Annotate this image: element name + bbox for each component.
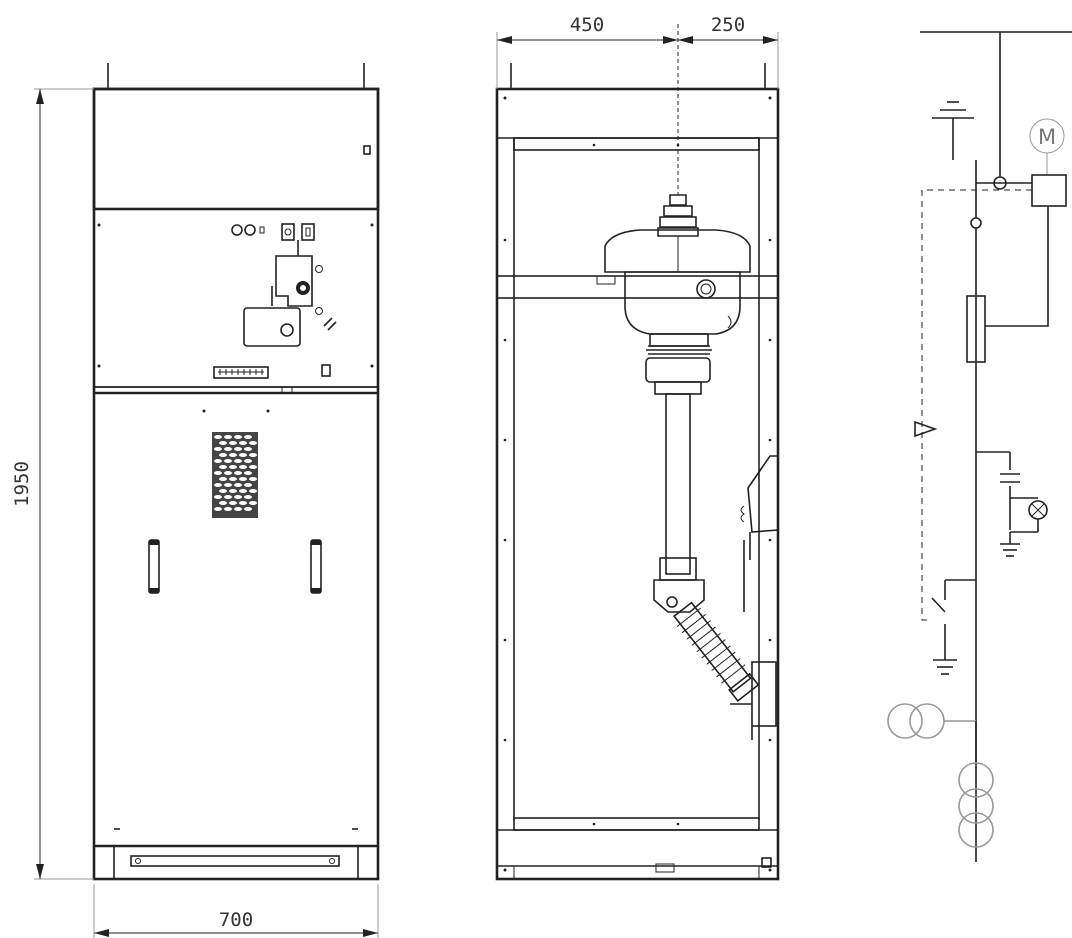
cable-termination — [653, 393, 760, 703]
height-dimension: 1950 — [11, 88, 94, 880]
depth-dimension: 450 250 — [496, 14, 779, 89]
indicator-lamp-icon — [1028, 500, 1048, 520]
width-label: 700 — [219, 909, 253, 931]
ventilation-grille — [212, 432, 258, 518]
motor-icon: M — [1029, 118, 1065, 175]
depth-front-label: 450 — [570, 14, 604, 36]
height-label: 1950 — [11, 461, 33, 507]
door-handle-left — [148, 539, 160, 594]
earth-icon — [932, 101, 974, 160]
switch-disconnector — [604, 194, 751, 395]
door-handle-right — [310, 539, 322, 594]
side-view — [495, 24, 780, 881]
depth-rear-label: 250 — [711, 14, 745, 36]
earthing-switch-mechanism — [730, 455, 779, 740]
single-line-diagram: M — [887, 31, 1072, 862]
side-frame-outline — [495, 87, 780, 881]
current-transformer-icon — [887, 703, 976, 739]
motor-operator-box — [1031, 174, 1067, 207]
front-view — [92, 63, 380, 881]
motor-label: M — [1038, 125, 1056, 149]
width-dimension: 700 — [93, 884, 379, 938]
voltage-transformer-icon — [958, 721, 994, 848]
